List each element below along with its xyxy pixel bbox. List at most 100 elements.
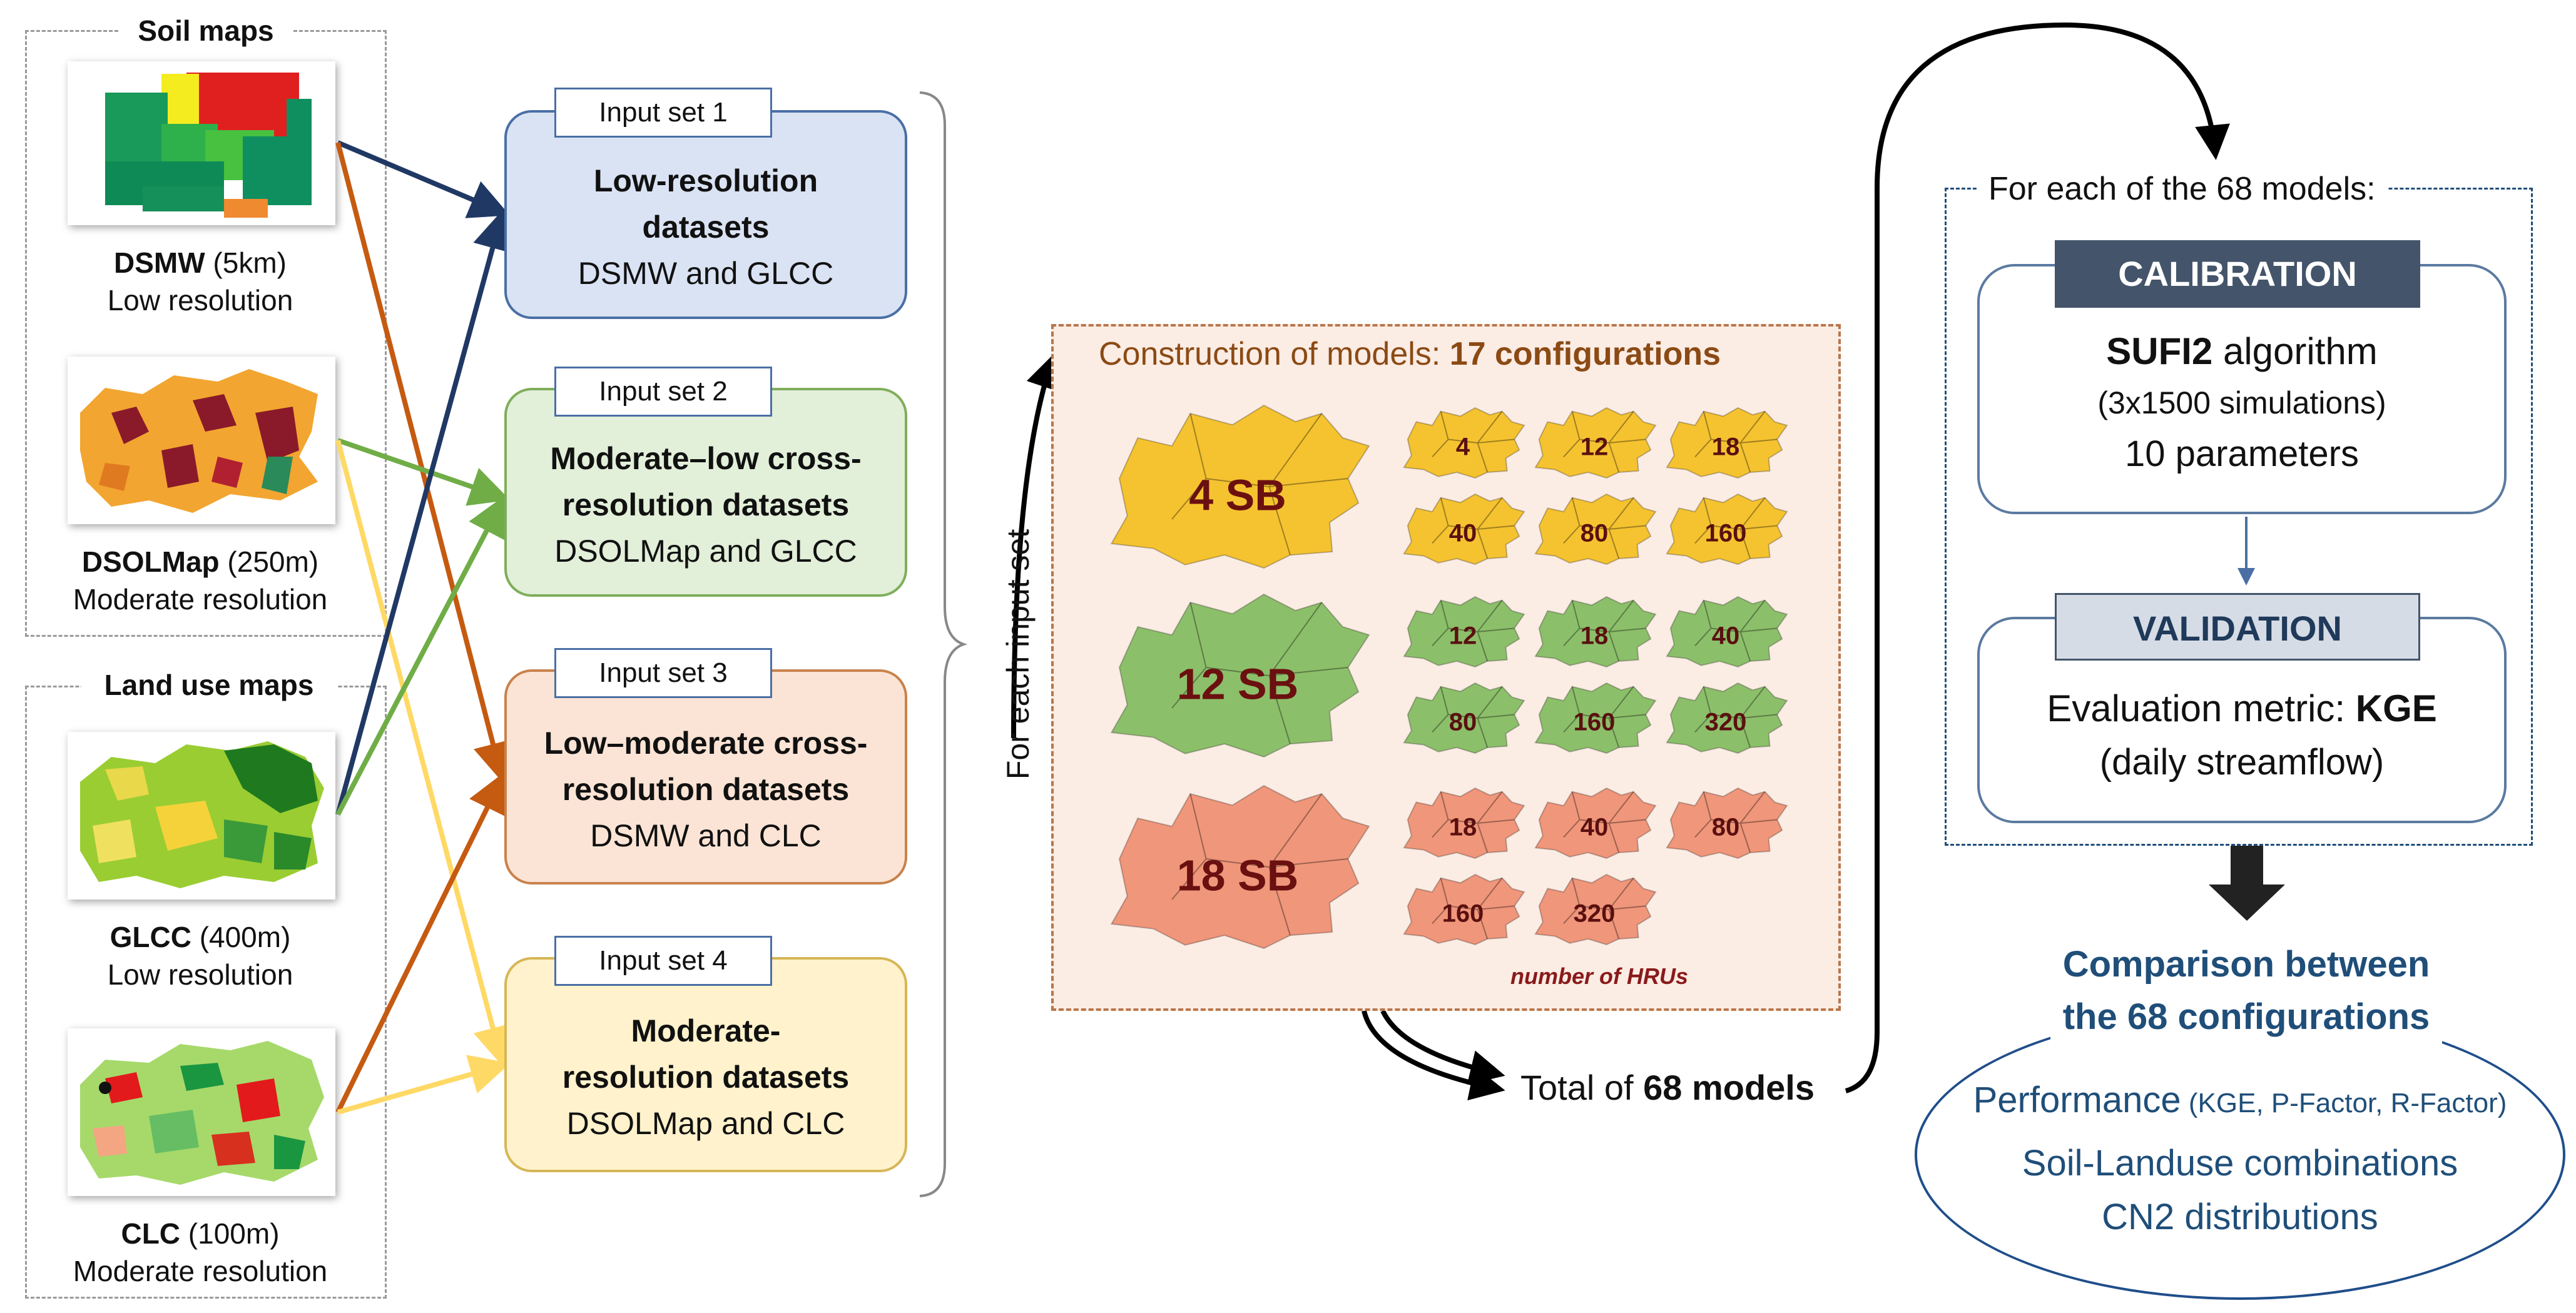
watershed-4sb-label: 4 SB xyxy=(1189,471,1286,520)
hru-18sb-160-shape xyxy=(1403,873,1525,946)
watershed-4sb-shape xyxy=(1110,404,1370,569)
comparison-title-line2: the 68 configurations xyxy=(2050,991,2443,1043)
clc-quality: Moderate resolution xyxy=(73,1255,328,1287)
hru-18sb-40: 40 xyxy=(1534,787,1657,859)
hru-4sb-80-boundaries xyxy=(1563,497,1646,559)
clc-map-thumbnail xyxy=(68,1028,335,1196)
arrow-glcc-to-set2 xyxy=(335,495,506,816)
hru-12sb-40-boundaries xyxy=(1694,599,1778,662)
input-set-2-line1: Moderate–low cross- xyxy=(550,441,862,476)
hru-12sb-40: 40 xyxy=(1666,596,1788,668)
dsolmap-resolution: (250m) xyxy=(219,545,319,578)
hru-18sb-40-label: 40 xyxy=(1581,814,1609,841)
input-set-4-line1: Moderate- xyxy=(631,1013,781,1048)
performance-label: Performance xyxy=(1973,1080,2181,1120)
hru-12sb-18-label: 18 xyxy=(1581,622,1609,650)
input-set-2-box: Moderate–low cross- resolution datasets … xyxy=(504,388,907,597)
soil-maps-title: Soil maps xyxy=(119,14,293,48)
workflow-header: For each of the 68 models: xyxy=(1977,170,2387,208)
arrow-dsolmap-to-set4 xyxy=(335,439,512,1067)
dsolmap-quality: Moderate resolution xyxy=(73,583,328,616)
input-set-1-box: Low-resolution datasets DSMW and GLCC xyxy=(504,110,907,319)
arrow-to-comparison-head xyxy=(2209,885,2285,921)
comparison-title-line1: Comparison between xyxy=(2062,944,2430,985)
hru-4sb-4: 4 xyxy=(1403,407,1525,479)
input-set-4-box: Moderate- resolution datasets DSOLMap an… xyxy=(504,957,907,1172)
clc-label: CLC (100m) Moderate resolution xyxy=(38,1215,363,1290)
input-set-1-line3: DSMW and GLCC xyxy=(578,256,834,291)
hru-4sb-4-label: 4 xyxy=(1456,433,1470,461)
hru-4sb-18-boundaries xyxy=(1694,410,1778,473)
clc-resolution: (100m) xyxy=(180,1217,280,1250)
hru-18sb-18-shape xyxy=(1403,787,1525,859)
hru-12sb-320-label: 320 xyxy=(1705,709,1747,736)
hru-18sb-18-boundaries xyxy=(1432,791,1515,853)
hru-4sb-80-label: 80 xyxy=(1581,520,1609,547)
input-set-3-line2: resolution datasets xyxy=(562,772,850,807)
hru-18sb-80-label: 80 xyxy=(1712,814,1740,841)
hru-12sb-12: 12 xyxy=(1403,596,1525,668)
hru-12sb-320-boundaries xyxy=(1694,686,1778,748)
parameters-label: 10 parameters xyxy=(2125,433,2359,474)
hru-4sb-12-boundaries xyxy=(1563,410,1646,473)
watershed-12sb-shape xyxy=(1110,593,1370,758)
input-set-2-line2: resolution datasets xyxy=(562,487,850,522)
validation-bar: VALIDATION xyxy=(2055,593,2420,661)
hru-4sb-4-shape xyxy=(1403,407,1525,479)
hru-12sb-18: 18 xyxy=(1534,596,1657,668)
hru-12sb-12-label: 12 xyxy=(1449,622,1477,650)
clc-name: CLC xyxy=(121,1217,181,1250)
input-set-3-line1: Low–moderate cross- xyxy=(544,726,868,761)
hru-4sb-18-shape xyxy=(1666,407,1788,479)
hru-18sb-80: 80 xyxy=(1666,787,1788,859)
hru-12sb-80-boundaries xyxy=(1432,686,1515,748)
for-each-input-set-label: For each input set xyxy=(1000,529,1036,780)
comparison-title: Comparison between the 68 configurations xyxy=(1965,938,2528,1043)
watershed-4sb-boundaries xyxy=(1171,413,1348,555)
hru-4sb-160-label: 160 xyxy=(1705,520,1747,547)
cn2-label: CN2 distributions xyxy=(2102,1197,2378,1237)
calibration-content: SUFI2 algorithm (3x1500 simulations) 10 … xyxy=(1977,325,2507,480)
hru-12sb-160-shape xyxy=(1534,682,1657,754)
arrow-construction-to-total-2 xyxy=(1380,1010,1505,1085)
input-set-3-line3: DSMW and CLC xyxy=(590,818,822,853)
arrow-clc-to-set4 xyxy=(337,1055,511,1115)
hru-4sb-40: 40 xyxy=(1403,493,1525,565)
hru-12sb-80-label: 80 xyxy=(1449,709,1477,736)
glcc-quality: Low resolution xyxy=(107,958,293,991)
construction-title-bold: 17 configurations xyxy=(1449,336,1721,372)
input-set-2-tag: Input set 2 xyxy=(554,367,772,417)
arrow-into-construction xyxy=(1011,353,1060,739)
watershed-18sb-label: 18 SB xyxy=(1177,851,1299,900)
hru-4sb-18: 18 xyxy=(1666,407,1788,479)
input-set-2-line3: DSOLMap and GLCC xyxy=(554,534,857,569)
hru-4sb-12: 12 xyxy=(1534,407,1657,479)
hru-12sb-160: 160 xyxy=(1534,682,1657,754)
hru-4sb-160: 160 xyxy=(1666,493,1788,565)
hru-18sb-40-boundaries xyxy=(1563,791,1646,853)
arrow-construction-to-total-1 xyxy=(1362,1010,1505,1101)
hru-12sb-12-shape xyxy=(1403,596,1525,668)
hru-caption: number of HRUs xyxy=(1510,963,1688,989)
total-prefix: Total of xyxy=(1520,1068,1644,1107)
hru-18sb-320-label: 320 xyxy=(1574,900,1616,928)
arrow-glcc-to-set1 xyxy=(335,209,512,816)
glcc-map-thumbnail xyxy=(68,732,335,900)
input-set-3-tag: Input set 3 xyxy=(554,648,772,698)
input-set-4-line2: resolution datasets xyxy=(562,1060,850,1095)
simulations-label: (3x1500 simulations) xyxy=(2097,385,2386,420)
input-set-1-line1: Low-resolution xyxy=(593,163,818,198)
hru-12sb-40-label: 40 xyxy=(1712,622,1740,650)
watershed-18sb-boundaries xyxy=(1171,793,1348,936)
hru-4sb-40-boundaries xyxy=(1432,497,1515,559)
hru-12sb-18-boundaries xyxy=(1563,599,1646,662)
dsmw-resolution: (5km) xyxy=(205,246,287,279)
hru-12sb-160-boundaries xyxy=(1563,686,1646,748)
dsolmap-label: DSOLMap (250m) Moderate resolution xyxy=(38,543,363,618)
comparison-items: Performance (KGE, P-Factor, R-Factor) So… xyxy=(1915,1073,2565,1244)
algorithm-label: algorithm xyxy=(2212,330,2378,372)
input-set-3-box: Low–moderate cross- resolution datasets … xyxy=(504,669,907,885)
glcc-label: GLCC (400m) Low resolution xyxy=(38,918,363,993)
validation-content: Evaluation metric: KGE (daily streamflow… xyxy=(1977,682,2507,789)
